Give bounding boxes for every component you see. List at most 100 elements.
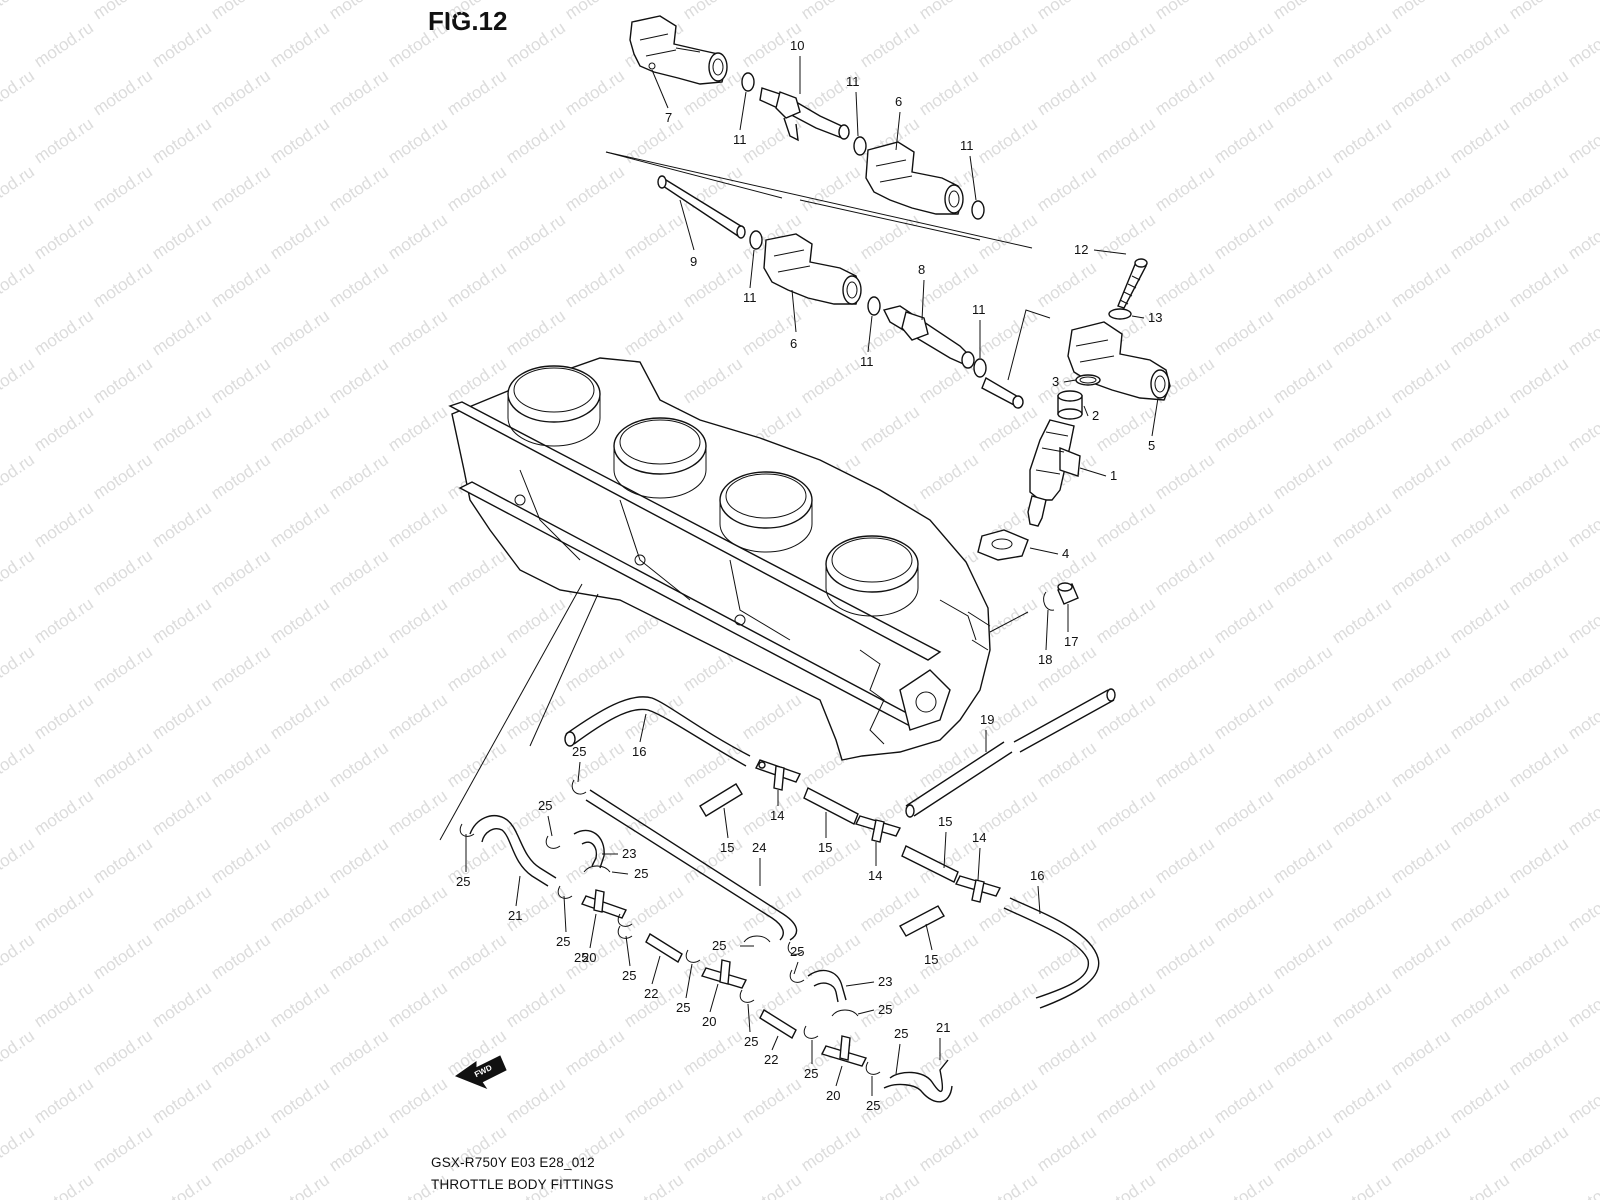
watermark-text: motod.ru [444,546,510,599]
watermark-text: motod.ru [267,594,333,647]
watermark-text: motod.ru [208,258,274,311]
callout-leader-c-11a [739,91,747,131]
callout-c-14b: 14 [868,868,882,883]
vacuum-hose-assembly [459,582,1116,1103]
watermark-text: motod.ru [444,0,510,23]
callout-c-25c: 25 [634,866,648,881]
callout-leader-c-25c [611,871,629,875]
callout-leader-c-20b [709,983,719,1013]
watermark-text: motod.ru [267,402,333,455]
watermark-text: motod.ru [1211,1074,1277,1127]
watermark-text: motod.ru [1093,498,1159,551]
watermark-text: motod.ru [444,930,510,983]
callout-leader-c-25j [747,1003,751,1033]
callout-leader-c-25f [625,935,631,967]
watermark-text: motod.ru [1211,306,1277,359]
callout-leader-c-25h [685,963,693,999]
callout-c-25f: 25 [622,968,636,983]
watermark-text: motod.ru [1211,1170,1277,1200]
watermark-text: motod.ru [975,1170,1041,1200]
model-code: GSX-R750Y E03 E28_012 [431,1155,595,1170]
callout-c-2: 2 [1092,408,1099,423]
watermark-text: motod.ru [1565,1074,1600,1127]
callout-c-8: 8 [918,262,925,277]
watermark-text: motod.ru [1211,18,1277,71]
watermark-text: motod.ru [1388,546,1454,599]
watermark-text: motod.ru [1388,738,1454,791]
watermark-text: motod.ru [385,882,451,935]
watermark-text: motod.ru [975,402,1041,455]
watermark-text: motod.ru [1093,594,1159,647]
watermark-text: motod.ru [1565,690,1600,743]
watermark-text: motod.ru [90,162,156,215]
watermark-text: motod.ru [267,978,333,1031]
watermark-text: motod.ru [1270,66,1336,119]
callout-c-20a: 20 [582,950,596,965]
watermark-text: motod.ru [739,690,805,743]
callout-c-23a: 23 [622,846,636,861]
watermark-text: motod.ru [149,978,215,1031]
watermark-text: motod.ru [90,258,156,311]
figure-caption: THROTTLE BODY FITTINGS [431,1177,614,1192]
callout-leader-c-3 [1063,379,1077,383]
watermark-text: motod.ru [621,882,687,935]
watermark-text: motod.ru [149,1170,215,1200]
watermark-text: motod.ru [916,66,982,119]
watermark-text: motod.ru [680,354,746,407]
watermark-text: motod.ru [267,18,333,71]
watermark-text: motod.ru [1506,930,1572,983]
watermark-text: motod.ru [1093,1170,1159,1200]
callout-c-16b: 16 [1030,868,1044,883]
watermark-text: motod.ru [1447,786,1513,839]
watermark-text: motod.ru [1506,738,1572,791]
callout-leader-c-5 [1151,397,1159,437]
watermark-text: motod.ru [444,738,510,791]
watermark-text: motod.ru [385,402,451,455]
watermark-text: motod.ru [1388,450,1454,503]
watermark-text: motod.ru [1329,114,1395,167]
fwd-arrow: FWD [454,1055,507,1090]
watermark-text: motod.ru [1034,1122,1100,1175]
watermark-text: motod.ru [1034,66,1100,119]
watermark-text: motod.ru [621,1170,687,1200]
callout-c-17: 17 [1064,634,1078,649]
callout-leader-c-6a [895,111,901,151]
watermark-text: motod.ru [208,642,274,695]
watermark-text: motod.ru [1447,1074,1513,1127]
watermark-text: motod.ru [857,18,923,71]
part-20-tee [581,889,627,919]
watermark-text: motod.ru [149,1074,215,1127]
callout-c-16a: 16 [632,744,646,759]
callout-leader-c-9 [679,199,695,251]
callout-leader-c-6b [791,289,797,333]
watermark-text: motod.ru [444,258,510,311]
part-14-tee [855,815,901,843]
fuel-rail-assembly [605,15,1171,561]
watermark-text: motod.ru [90,0,156,23]
watermark-text: motod.ru [208,834,274,887]
part-14-tee [955,875,1001,903]
watermark-text: motod.ru [1211,882,1277,935]
watermark-text: motod.ru [503,978,569,1031]
callout-c-6b: 6 [790,336,797,351]
watermark-text: motod.ru [562,66,628,119]
watermark-text: motod.ru [149,690,215,743]
watermark-text: motod.ru [798,0,864,23]
part-4-insulator [977,529,1029,561]
watermark-text: motod.ru [90,930,156,983]
watermark-text: motod.ru [503,18,569,71]
callout-c-25b: 25 [538,798,552,813]
part-19-hose [905,741,1013,817]
watermark-text: motod.ru [739,1074,805,1127]
callout-leader-c-25e [563,895,567,933]
leader-line [989,611,1029,633]
callout-c-18: 18 [1038,652,1052,667]
callout-c-25m: 25 [894,1026,908,1041]
callout-c-7: 7 [665,110,672,125]
callout-c-25h: 25 [676,1000,690,1015]
watermark-text: motod.ru [798,930,864,983]
watermark-text: motod.ru [503,1074,569,1127]
watermark-text: motod.ru [326,1122,392,1175]
callout-leader-c-18 [1045,609,1049,651]
